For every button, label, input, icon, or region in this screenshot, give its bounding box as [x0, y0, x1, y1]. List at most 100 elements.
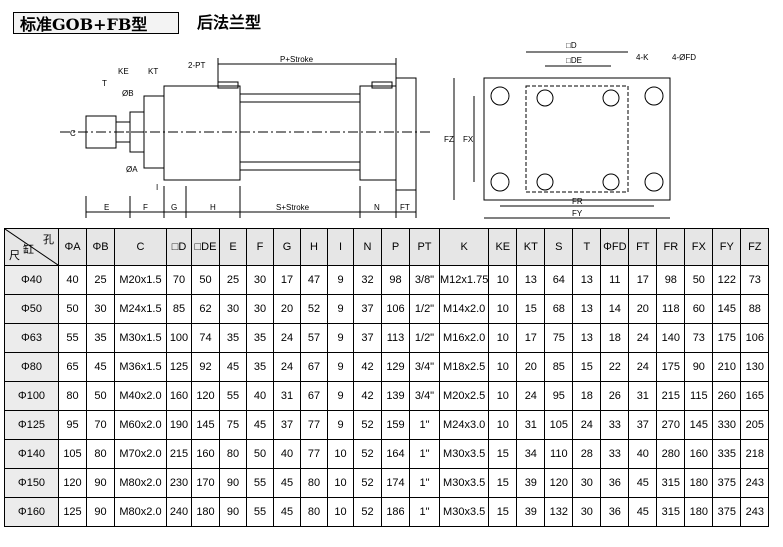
table-cell: 20	[516, 352, 546, 382]
table-cell: 9	[327, 352, 354, 382]
col-header: ΦA	[58, 228, 87, 266]
table-cell: 39	[516, 497, 546, 527]
table-cell: 22	[600, 352, 630, 382]
table-cell: 18	[572, 381, 602, 411]
table-cell: 3/4"	[409, 352, 440, 382]
table-cell: 180	[191, 497, 220, 527]
label-ke: KE	[118, 67, 129, 76]
technical-drawing: KE KT T 2-PT P+Stroke ØB C ØA I E F G H …	[0, 36, 783, 228]
table-cell: 205	[740, 410, 770, 440]
mount-type-title: 后法兰型	[197, 13, 262, 32]
table-cell: 40	[246, 381, 274, 411]
table-cell: 15	[488, 468, 518, 498]
table-cell: 335	[712, 439, 742, 469]
table-cell: M16x2.0	[438, 323, 490, 353]
head-block-shape	[163, 85, 241, 181]
label-c: C	[70, 129, 76, 138]
table-cell: 34	[516, 439, 546, 469]
table-cell: 42	[353, 381, 382, 411]
label-p: P+Stroke	[280, 55, 314, 64]
table-cell: 37	[353, 323, 382, 353]
row-size-label: Φ125	[4, 410, 59, 440]
table-cell: 98	[656, 265, 686, 295]
table-cell: 90	[86, 468, 115, 498]
col-header: G	[273, 228, 301, 266]
table-cell: 25	[86, 265, 115, 295]
table-cell: 80	[58, 381, 87, 411]
table-cell: 55	[219, 381, 247, 411]
table-cell: M24x1.5	[114, 294, 167, 324]
label-i: I	[156, 183, 158, 192]
table-cell: 36	[600, 468, 630, 498]
table-cell: 17	[628, 265, 658, 295]
table-cell: 32	[353, 265, 382, 295]
table-cell: 75	[219, 410, 247, 440]
table-cell: 13	[572, 294, 602, 324]
table-cell: 45	[246, 410, 274, 440]
col-header: KT	[516, 228, 546, 266]
table-cell: M12x1.75	[438, 265, 490, 295]
table-cell: 95	[58, 410, 87, 440]
table-cell: 165	[740, 381, 770, 411]
cylinder-drawing-svg: KE KT T 2-PT P+Stroke ØB C ØA I E F G H …	[60, 41, 696, 219]
col-header: H	[300, 228, 328, 266]
table-cell: 15	[488, 497, 518, 527]
table-cell: 28	[572, 439, 602, 469]
table-cell: 9	[327, 265, 354, 295]
table-cell: 120	[191, 381, 220, 411]
table-cell: 88	[740, 294, 770, 324]
label-n: N	[374, 203, 380, 212]
table-corner-cell: 孔 缸 尺	[4, 228, 59, 266]
table-cell: 375	[712, 468, 742, 498]
table-cell: 11	[600, 265, 630, 295]
table-cell: 45	[628, 497, 658, 527]
table-cell: 1/2"	[409, 323, 440, 353]
table-cell: 35	[219, 323, 247, 353]
table-cell: 37	[273, 410, 301, 440]
table-cell: 45	[219, 352, 247, 382]
table-cell: 62	[191, 294, 220, 324]
corner-label-kong: 孔	[43, 234, 54, 246]
table-cell: 80	[219, 439, 247, 469]
table-cell: 15	[516, 294, 546, 324]
table-cell: 170	[191, 468, 220, 498]
table-cell: 75	[544, 323, 574, 353]
col-header: E	[219, 228, 247, 266]
label-kt: KT	[148, 67, 158, 76]
table-cell: 33	[600, 410, 630, 440]
model-title-text: 标准GOB+FB型	[20, 15, 148, 34]
table-cell: 55	[58, 323, 87, 353]
table-cell: 139	[381, 381, 410, 411]
table-cell: 45	[273, 468, 301, 498]
table-cell: 39	[516, 468, 546, 498]
table-cell: 42	[353, 352, 382, 382]
table-cell: 15	[572, 352, 602, 382]
table-cell: 243	[740, 468, 770, 498]
label-h: H	[210, 203, 216, 212]
table-cell: 65	[58, 352, 87, 382]
col-header: FT	[628, 228, 658, 266]
table-cell: 175	[712, 323, 742, 353]
col-header: K	[438, 228, 490, 266]
table-cell: 105	[58, 439, 87, 469]
table-cell: M36x1.5	[114, 352, 167, 382]
table-cell: 70	[166, 265, 192, 295]
table-cell: 160	[191, 439, 220, 469]
table-cell: 159	[381, 410, 410, 440]
table-cell: 55	[246, 497, 274, 527]
table-cell: 17	[273, 265, 301, 295]
table-cell: 175	[656, 352, 686, 382]
row-size-label: Φ63	[4, 323, 59, 353]
table-cell: 57	[300, 323, 328, 353]
table-cell: 36	[600, 497, 630, 527]
table-cell: 24	[628, 323, 658, 353]
table-cell: 3/4"	[409, 381, 440, 411]
table-cell: 215	[656, 381, 686, 411]
table-cell: 47	[300, 265, 328, 295]
